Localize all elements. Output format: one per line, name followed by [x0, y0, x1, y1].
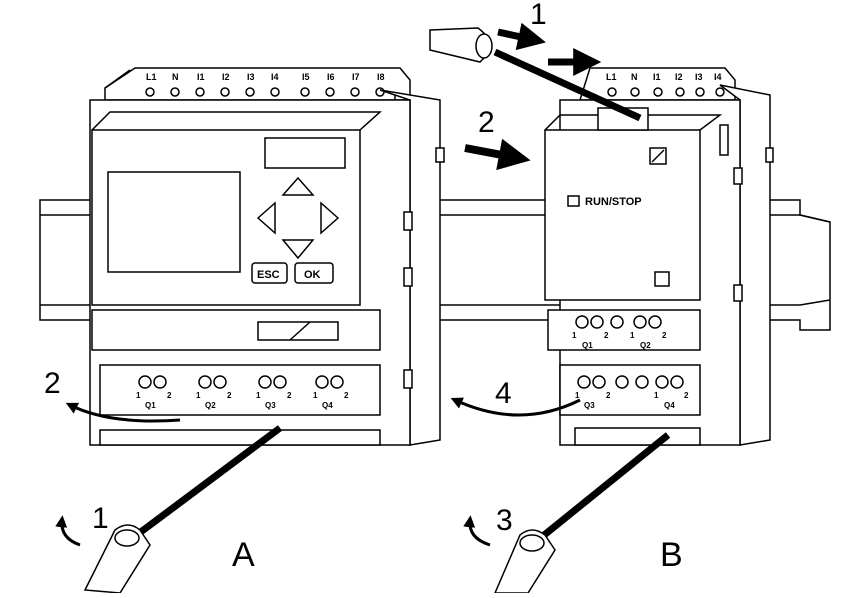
- step-labels: 2 1 1 2 3 4 A B: [44, 0, 683, 574]
- top-terminal-screws-b: [607, 87, 725, 97]
- terminal-label: I3: [695, 72, 703, 82]
- terminal-label: I5: [302, 72, 310, 82]
- pin-label: 2: [287, 391, 292, 400]
- right-key-icon: [320, 201, 340, 235]
- step-number: 3: [496, 504, 513, 537]
- pin-label: 2: [167, 391, 172, 400]
- output-label: Q3: [584, 401, 595, 410]
- terminal-label: I3: [247, 72, 255, 82]
- device-a-labels: L1 N I1 I2 I3 I4 I5 I6 I7 I8 ESC OK 1 2 …: [136, 72, 385, 410]
- output-label: Q2: [205, 401, 216, 410]
- rotate-arrow-icon: [463, 515, 491, 547]
- terminal-label: I4: [714, 72, 722, 82]
- esc-key: [251, 262, 288, 284]
- output-label: Q2: [640, 341, 651, 350]
- output-label: Q1: [145, 401, 156, 410]
- terminal-label: I8: [377, 72, 385, 82]
- panel-label-a: A: [232, 536, 255, 574]
- step-arrows: [55, 22, 602, 547]
- top-terminal-screws-a: [145, 87, 385, 97]
- slide-arrow-icon: [464, 138, 531, 171]
- step-number: 1: [92, 502, 109, 535]
- step-number: 4: [495, 377, 512, 410]
- pin-label: 2: [662, 331, 667, 340]
- terminal-label: I1: [653, 72, 661, 82]
- output-label: Q4: [664, 401, 675, 410]
- pin-label: 1: [256, 391, 261, 400]
- up-key-icon: [281, 176, 315, 196]
- panel-label-b: B: [660, 536, 683, 574]
- terminal-label: N: [631, 72, 638, 82]
- slide-arrow-icon: [497, 22, 546, 51]
- pin-label: 2: [227, 391, 232, 400]
- screwdriver-b-top: [429, 27, 642, 122]
- output-screws-b-upper: [575, 315, 662, 329]
- pin-label: 1: [136, 391, 141, 400]
- esc-key-label: ESC: [257, 269, 280, 281]
- module-slot-cover: [264, 137, 346, 169]
- pin-label: 1: [196, 391, 201, 400]
- pin-label: 1: [572, 331, 577, 340]
- ok-key: [294, 262, 334, 284]
- pin-label: 1: [654, 391, 659, 400]
- terminal-label: I2: [222, 72, 230, 82]
- output-label: Q1: [582, 341, 593, 350]
- screwdriver-b-bottom: [493, 432, 671, 594]
- pin-label: 1: [630, 331, 635, 340]
- terminal-label: L1: [606, 72, 617, 82]
- swing-out-arrow-icon: [65, 402, 181, 423]
- output-screws-a: [138, 375, 344, 389]
- down-key-icon: [281, 239, 315, 260]
- pin-label: 2: [684, 391, 689, 400]
- step-number: 2: [44, 367, 61, 400]
- terminal-label: I6: [327, 72, 335, 82]
- rotate-arrow-icon: [55, 515, 81, 547]
- pin-label: 1: [313, 391, 318, 400]
- lcd-display: [107, 171, 241, 273]
- pin-label: 2: [344, 391, 349, 400]
- pin-label: 2: [604, 331, 609, 340]
- device-b-labels: L1 N I1 I2 I3 I4 RUN/STOP 1 2 Q1 1 2 Q2 …: [572, 72, 722, 410]
- left-key-icon: [256, 201, 276, 235]
- pin-label: 2: [606, 391, 611, 400]
- output-label: Q4: [322, 401, 333, 410]
- step-number: 2: [478, 106, 495, 139]
- terminal-label: I1: [197, 72, 205, 82]
- logo-device-a: [89, 67, 445, 446]
- terminal-label: I4: [271, 72, 279, 82]
- terminal-label: I7: [352, 72, 360, 82]
- output-label: Q3: [265, 401, 276, 410]
- ok-key-label: OK: [304, 269, 321, 281]
- swing-out-arrow-icon: [450, 397, 581, 417]
- screwdriver-a: [83, 425, 283, 594]
- run-stop-label: RUN/STOP: [585, 196, 642, 208]
- step-number: 1: [530, 0, 547, 31]
- output-screws-b-lower: [577, 375, 684, 389]
- terminal-label: I2: [675, 72, 683, 82]
- expansion-module-b: [544, 67, 774, 446]
- terminal-label: L1: [146, 72, 157, 82]
- terminal-label: N: [172, 72, 179, 82]
- pin-label: 1: [575, 391, 580, 400]
